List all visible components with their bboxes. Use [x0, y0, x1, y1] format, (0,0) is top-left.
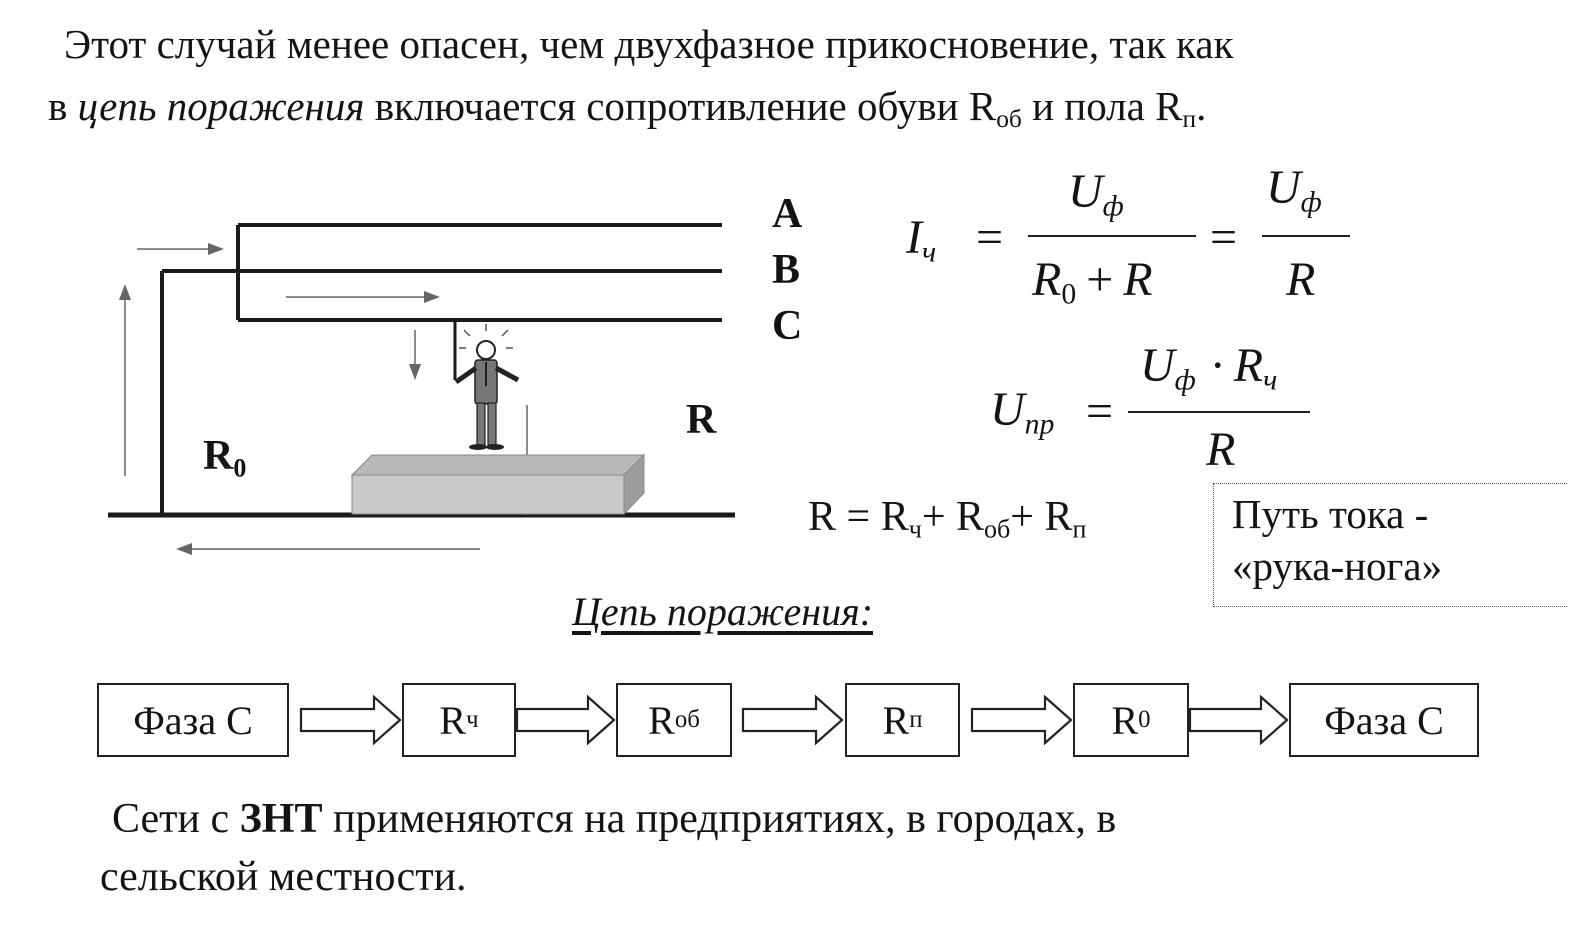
- chain-box-phase-c-end: Фаза С: [1289, 683, 1479, 757]
- fraction-bar: [1128, 411, 1310, 413]
- equals-sign: =: [1210, 211, 1238, 264]
- intro-italic-term: цепь поражения: [77, 83, 365, 129]
- voltage-subscript: ф: [1300, 185, 1322, 219]
- circuit-diagram: [108, 223, 735, 555]
- intro-text: включается сопротивление обуви R: [364, 83, 997, 129]
- voltage-symbol: U: [1140, 339, 1175, 392]
- current-path-box: Путь тока - «рука-нога»: [1213, 483, 1567, 607]
- touch-voltage-subscript: пр: [1024, 407, 1055, 441]
- phase-label-c: C: [772, 303, 803, 349]
- person-figure: [454, 324, 520, 450]
- voltage-symbol: U: [1266, 161, 1301, 214]
- intro-subscript: п: [1182, 105, 1197, 134]
- body-r-subscript: ч: [1263, 363, 1278, 397]
- r0-main: R: [203, 433, 234, 479]
- sum-subscript: ч: [908, 514, 922, 544]
- outro-text: применяются на предприятиях, в городах, …: [322, 796, 1117, 842]
- sum-subscript: об: [984, 514, 1011, 544]
- chain-box-label: Фаза С: [133, 697, 253, 743]
- phase-label-b: B: [772, 247, 801, 293]
- chain-arrow-icon: [970, 694, 1073, 746]
- intro-line-2: в цепь поражения включается сопротивлени…: [48, 76, 1206, 136]
- chain-arrow-icon: [1188, 694, 1289, 746]
- body-r-symbol: R: [1233, 339, 1264, 392]
- chain-box-phase-c-start: Фаза С: [97, 683, 289, 757]
- sum-subscript: п: [1072, 514, 1087, 544]
- resistance-sum-formula: R = Rч+ Rоб+ Rп: [808, 493, 1087, 544]
- floor-block: [350, 453, 646, 516]
- voltage-subscript: ф: [1102, 189, 1124, 223]
- r-symbol: R: [1206, 423, 1236, 476]
- resistance-r-label: R: [686, 397, 717, 443]
- intro-text: в: [48, 83, 78, 129]
- r0-symbol: R: [1032, 253, 1062, 306]
- intro-line-1: Этот случай менее опасен, чем двухфазное…: [64, 21, 1234, 67]
- outro-text: Сети с: [112, 796, 240, 842]
- path-line-1: Путь тока -: [1232, 491, 1429, 537]
- current-symbol: I: [906, 211, 922, 264]
- chain-box-label: Фаза С: [1324, 697, 1444, 743]
- intro-subscript: об: [996, 105, 1022, 134]
- r0-subscript: 0: [1061, 277, 1077, 311]
- voltage-symbol: U: [1068, 165, 1103, 218]
- fraction-bar: [1028, 235, 1196, 237]
- current-subscript: ч: [921, 235, 937, 269]
- outro-line-1: Сети с ЗНТ применяются на предприятиях, …: [112, 790, 1116, 848]
- chain-box-label: R: [1111, 697, 1139, 743]
- r0-subscript: 0: [233, 453, 247, 483]
- outro-line-2: сельской местности.: [100, 854, 467, 900]
- fraction-bar: [1262, 235, 1350, 237]
- intro-text: и пола R: [1021, 83, 1183, 129]
- chain-title: Цепь поражения:: [572, 589, 874, 634]
- touch-voltage-symbol: U: [990, 383, 1025, 436]
- sum-text: + R: [921, 494, 985, 540]
- phase-label-a: A: [772, 191, 803, 237]
- equals-sign: =: [1086, 385, 1114, 438]
- path-line-2: «рука-нога»: [1232, 543, 1443, 589]
- chain-box-label: R: [882, 697, 910, 743]
- r-symbol: R: [1123, 253, 1153, 306]
- chain-arrow-icon: [299, 694, 402, 746]
- equals-sign: =: [976, 211, 1004, 264]
- resistance-r0-label: R0: [203, 432, 247, 483]
- sum-text: R = R: [808, 494, 909, 540]
- sum-text: + R: [1010, 494, 1073, 540]
- chain-arrow-icon: [741, 694, 844, 746]
- chain-box-label: R: [648, 697, 675, 743]
- intro-text: .: [1196, 83, 1207, 129]
- formula-touch-voltage: Uпр = Uф·Rч R: [990, 339, 1330, 480]
- r-symbol: R: [1286, 253, 1316, 306]
- formula-current: Iч = Uф R0+R = Uф R: [900, 160, 1370, 320]
- plus-sign: +: [1086, 253, 1114, 306]
- multiply-dot: ·: [1209, 339, 1226, 392]
- chain-arrow-icon: [515, 694, 616, 746]
- chain-box-label: R: [439, 697, 467, 743]
- voltage-subscript: ф: [1174, 363, 1196, 397]
- chain-arrows: [299, 694, 1289, 746]
- outro-bold-term: ЗНТ: [239, 796, 323, 842]
